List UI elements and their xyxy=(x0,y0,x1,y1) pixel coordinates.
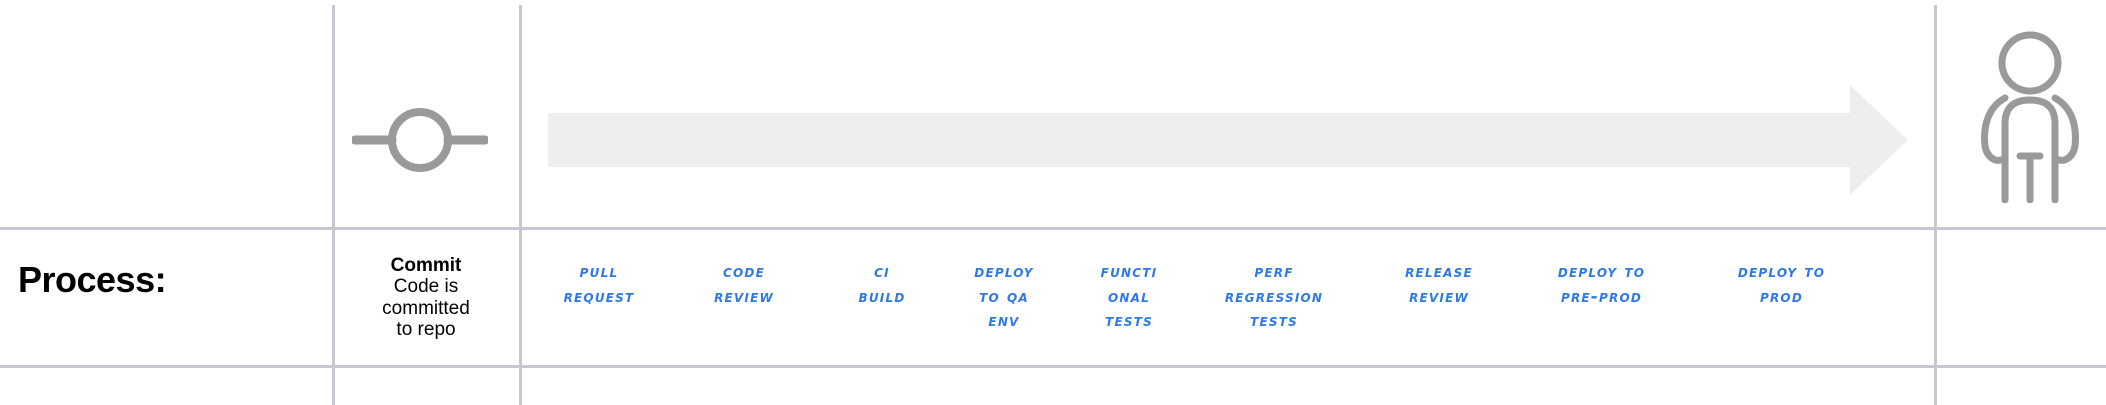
grid-line-vertical-2 xyxy=(519,5,522,405)
commit-title: Commit xyxy=(390,255,462,276)
grid-line-vertical-1 xyxy=(332,5,335,405)
stage-label-deploy-to-qa-env: Deploy to QA env xyxy=(974,262,1034,332)
stage-label-release-review: Release review xyxy=(1405,262,1473,307)
stage-label-perf-regression-tests: Perf regression tests xyxy=(1224,262,1324,332)
person-icon xyxy=(1975,28,2085,204)
grid-line-horizontal-bottom xyxy=(0,365,2106,368)
grid-line-horizontal-middle xyxy=(0,227,2106,230)
page-title: Process: xyxy=(18,259,167,300)
stage-label-code-review: Code review xyxy=(714,262,774,307)
stage-label-row: Pull request Code review CI build Deploy… xyxy=(524,260,1934,360)
commit-node-icon xyxy=(350,96,490,184)
commit-cell: Commit Code is committed to repo xyxy=(337,255,515,340)
stage-label-ci-build: CI build xyxy=(858,262,906,307)
stage-label-functional-tests: Functi onal tests xyxy=(1100,262,1158,332)
stage-label-deploy-to-pre-prod: Deploy to pre-prod xyxy=(1557,262,1646,307)
stage-label-pull-request: Pull request xyxy=(563,262,635,307)
stage-label-deploy-to-prod: Deploy to prod xyxy=(1737,262,1826,307)
right-arrow-icon xyxy=(548,85,1908,195)
grid-line-vertical-3 xyxy=(1934,5,1937,405)
commit-description: Code is committed to repo xyxy=(382,276,470,340)
